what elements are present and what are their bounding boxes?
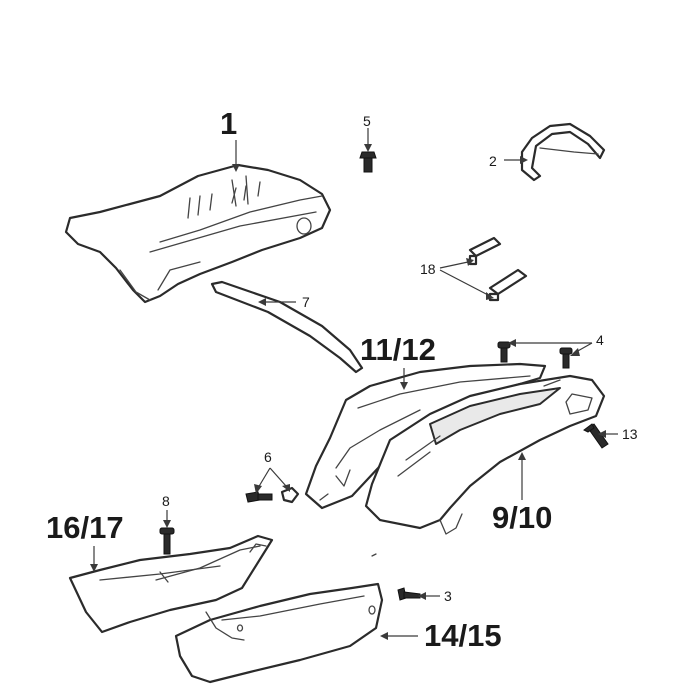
stray-mark: [371, 553, 377, 557]
part-1-rear-tray: [64, 163, 332, 304]
label-part-16-17: 16/17: [46, 510, 124, 545]
label-part-8: 8: [162, 493, 170, 509]
label-part-3: 3: [444, 588, 452, 604]
label-part-13: 13: [622, 426, 638, 442]
part-7-strip: [210, 280, 364, 374]
label-part-7: 7: [302, 294, 310, 310]
part-8-bolt: [159, 527, 175, 555]
part-18-pads: [468, 236, 528, 302]
part-4-bolts: [497, 341, 573, 369]
label-part-2: 2: [489, 153, 497, 169]
part-13-screw: [583, 423, 609, 449]
label-part-9-10: 9/10: [492, 500, 552, 535]
label-part-4: 4: [596, 332, 604, 348]
part-6-fasteners: [245, 486, 300, 504]
leader-lines: [90, 128, 618, 640]
part-5-screw: [359, 151, 377, 173]
label-part-6: 6: [264, 449, 272, 465]
label-part-11-12: 11/12: [360, 332, 436, 367]
part-16-17-lower-panel: [68, 534, 274, 634]
part-3-screw: [397, 587, 421, 601]
label-part-14-15: 14/15: [424, 618, 502, 653]
label-part-18: 18: [420, 261, 436, 277]
label-part-5: 5: [363, 113, 371, 129]
label-part-1: 1: [220, 106, 237, 141]
part-9-10-tail-cowl: [364, 374, 606, 535]
part-14-15-lower-panel: [174, 582, 384, 684]
part-2-bracket: [520, 122, 606, 182]
